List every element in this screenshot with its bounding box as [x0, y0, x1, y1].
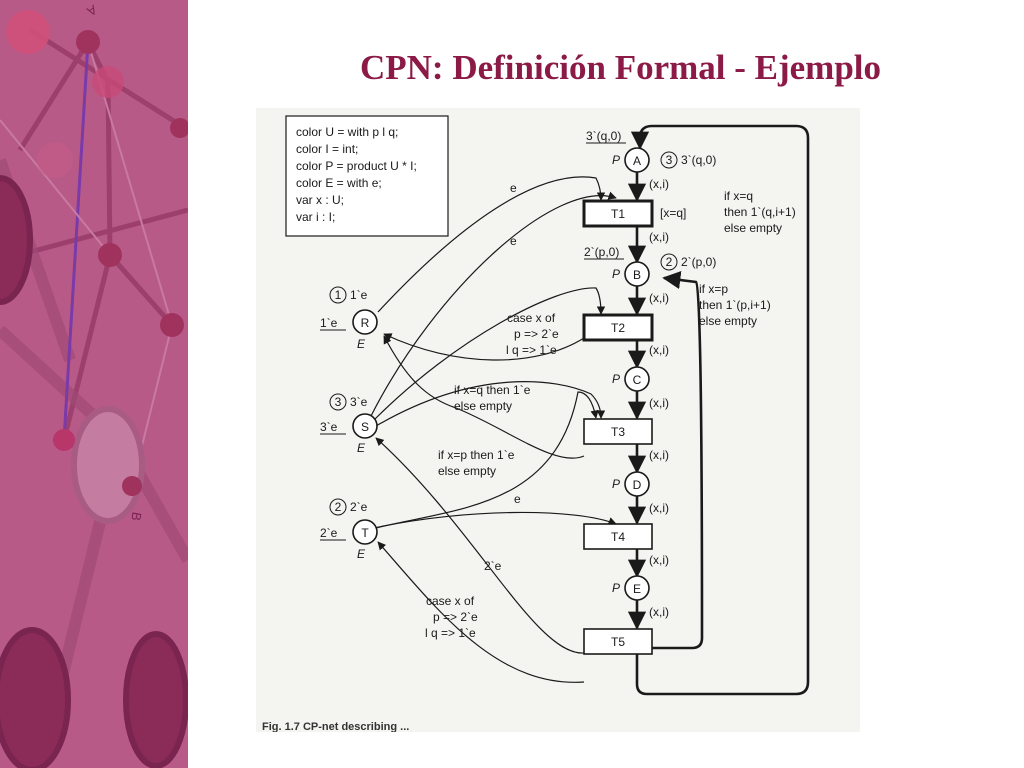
- place-B-count: 2: [666, 255, 673, 269]
- decl-line-3: color P = product U * I;: [296, 159, 417, 173]
- transition-T3-label: T3: [611, 425, 625, 439]
- transition-T4: T4: [583, 523, 653, 550]
- transition-T4-label: T4: [611, 530, 625, 544]
- place-R-marking: 1`e: [320, 316, 338, 330]
- arc-label-xi-4: (x,i): [649, 343, 669, 357]
- decorative-sidebar: A B: [0, 0, 188, 768]
- transition-T5-label: T5: [611, 635, 625, 649]
- place-T-marking: 2`e: [320, 526, 338, 540]
- network-graph-decoration: A B: [0, 2, 188, 768]
- place-A-count-text: 3`(q,0): [681, 153, 716, 167]
- place-B-marking: 2`(p,0): [584, 245, 619, 259]
- place-S-type: E: [357, 441, 366, 455]
- place-R: R E 1`e 1 1`e: [320, 286, 378, 351]
- arc-label-xi-9: (x,i): [649, 605, 669, 619]
- place-B-count-text: 2`(p,0): [681, 255, 716, 269]
- transition-T1-label: T1: [611, 207, 625, 221]
- place-C-label: C: [633, 373, 642, 387]
- arc-label-xi-5: (x,i): [649, 396, 669, 410]
- place-C: C P: [612, 366, 650, 392]
- declarations-box: color U = with p l q; color I = int; col…: [285, 115, 449, 237]
- sidebar-letter-bottom: B: [128, 511, 144, 522]
- place-E-type: P: [612, 581, 620, 595]
- case-t5-line-1: case x of: [426, 594, 475, 608]
- place-D-label: D: [633, 478, 642, 492]
- figure-caption: Fig. 1.7 CP-net describing ...: [262, 721, 409, 732]
- place-S-marking: 3`e: [320, 420, 338, 434]
- case-t2-line-3: l q => 1`e: [506, 343, 557, 357]
- decl-line-6: var i : I;: [296, 210, 335, 224]
- place-C-type: P: [612, 372, 620, 386]
- place-T-type: E: [357, 547, 366, 561]
- decl-line-5: var x : U;: [296, 193, 344, 207]
- cond-q-line-2: else empty: [454, 399, 512, 413]
- feedback-p-line-2: then 1`(p,i+1): [699, 298, 771, 312]
- arc-label-e-3: e: [514, 492, 521, 506]
- feedback-loop-q: [630, 124, 810, 696]
- feedback-loop-p: [646, 271, 704, 650]
- arc-label-xi-8: (x,i): [649, 553, 669, 567]
- control-arcs: [370, 176, 617, 683]
- place-T-count: 2: [335, 500, 342, 514]
- arc-label-xi-3: (x,i): [649, 291, 669, 305]
- guard-t1: [x=q]: [660, 206, 686, 220]
- place-S-count: 3: [335, 395, 342, 409]
- place-A-count: 3: [666, 153, 673, 167]
- place-A-marking: 3`(q,0): [586, 129, 621, 143]
- cond-p-line-1: if x=p then 1`e: [438, 448, 515, 462]
- cond-q-line-1: if x=q then 1`e: [454, 383, 531, 397]
- place-R-count: 1: [335, 288, 342, 302]
- feedback-q-line-2: then 1`(q,i+1): [724, 205, 796, 219]
- slide-title: CPN: Definición Formal - Ejemplo: [360, 48, 882, 87]
- place-T-label: T: [361, 526, 369, 540]
- place-B: B P 2`(p,0) 2 2`(p,0): [584, 245, 716, 287]
- arc-label-xi-2: (x,i): [649, 230, 669, 244]
- cpn-figure: color U = with p l q; color I = int; col…: [256, 108, 860, 732]
- place-D: D P: [612, 471, 650, 497]
- transition-T3: T3: [583, 418, 653, 445]
- place-S-count-text: 3`e: [350, 395, 368, 409]
- place-R-count-text: 1`e: [350, 288, 368, 302]
- transition-T5: T5: [583, 628, 653, 655]
- feedback-q-line-1: if x=q: [724, 189, 753, 203]
- place-E-label: E: [633, 582, 641, 596]
- place-R-label: R: [361, 316, 370, 330]
- arc-label-xi-1: (x,i): [649, 177, 669, 191]
- place-R-type: E: [357, 337, 366, 351]
- feedback-p-line-1: if x=p: [699, 282, 728, 296]
- place-S-label: S: [361, 420, 369, 434]
- arc-label-xi-7: (x,i): [649, 501, 669, 515]
- place-S: S E 3`e 3 3`e: [320, 393, 378, 455]
- arc-label-e-1: e: [510, 181, 517, 195]
- cond-p-line-2: else empty: [438, 464, 496, 478]
- transition-T2: T2: [582, 313, 654, 342]
- case-t5-line-2: p => 2`e: [433, 610, 478, 624]
- place-E: E P: [612, 575, 650, 601]
- decl-line-1: color U = with p l q;: [296, 125, 398, 139]
- place-B-type: P: [612, 267, 620, 281]
- sidebar-letter-top: A: [84, 2, 99, 19]
- decl-line-2: color I = int;: [296, 142, 358, 156]
- place-A-type: P: [612, 153, 620, 167]
- decl-line-4: color E = with e;: [296, 176, 382, 190]
- case-t2-line-2: p => 2`e: [514, 327, 559, 341]
- transition-T1: T1 [x=q]: [582, 199, 686, 228]
- arc-label-e-2: e: [510, 234, 517, 248]
- place-D-type: P: [612, 477, 620, 491]
- place-T: T E 2`e 2 2`e: [320, 498, 378, 561]
- feedback-p-line-3: else empty: [699, 314, 757, 328]
- place-A-label: A: [633, 154, 641, 168]
- case-t2-line-1: case x of: [507, 311, 556, 325]
- cpn-diagram: color U = with p l q; color I = int; col…: [262, 115, 810, 732]
- case-t5-line-3: l q => 1`e: [425, 626, 476, 640]
- place-B-label: B: [633, 268, 641, 282]
- feedback-q-line-3: else empty: [724, 221, 782, 235]
- arc-label-2e: 2`e: [484, 559, 502, 573]
- arc-label-xi-6: (x,i): [649, 448, 669, 462]
- place-A: A P 3`(q,0) 3 3`(q,0): [586, 129, 716, 173]
- transition-T2-label: T2: [611, 321, 625, 335]
- place-T-count-text: 2`e: [350, 500, 368, 514]
